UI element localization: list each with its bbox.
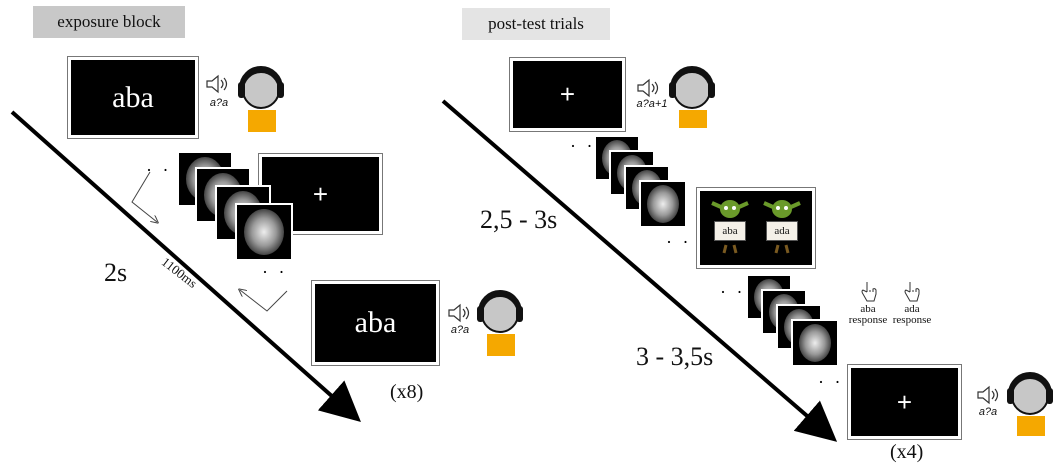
brain-scan-icon: [235, 203, 293, 261]
speaker-icon: [448, 303, 470, 323]
response-caption: response: [848, 314, 888, 326]
response-caption: response: [892, 314, 932, 326]
choice-sign-left: aba: [714, 221, 746, 241]
screen-word: aba: [354, 306, 397, 339]
screen-word: aba: [112, 80, 154, 114]
repeat-count: (x4): [890, 441, 924, 463]
stimulus-screen-2: aba: [311, 280, 440, 366]
bracket-arrow-top: [131, 171, 157, 222]
brain-scan-icon: [791, 319, 839, 367]
ellipsis-dots: · ·: [146, 160, 172, 180]
audio-label: a?a: [978, 406, 998, 418]
ellipsis-dots: · · ·: [666, 232, 708, 252]
response-word: aba: [860, 303, 876, 315]
listener-with-headphones-icon: [1007, 372, 1053, 436]
pointing-hand-icon: [861, 282, 877, 302]
exposure-block-label: exposure block: [33, 6, 185, 38]
timing-label-2: 3 - 3,5s: [636, 342, 714, 371]
fixation-cross: +: [896, 386, 913, 417]
green-creature-icon: [763, 200, 801, 254]
exposure-timeline-arrow: [10, 110, 361, 422]
bracket-arrow-bottom: [240, 290, 288, 312]
response-label-right: ada response: [886, 304, 938, 326]
brain-scan-icon: [639, 180, 687, 228]
listener-with-headphones-icon: [477, 290, 523, 356]
stimulus-screen-1: aba: [67, 56, 199, 139]
speaker-icon: [977, 385, 999, 405]
repeat-count: (x8): [390, 381, 424, 403]
ellipsis-dots: · ·: [262, 262, 288, 282]
fixation-cross: +: [559, 79, 576, 109]
response-label-left: aba response: [842, 304, 894, 326]
choice-sign-right: ada: [766, 221, 798, 241]
fixation-cross: +: [312, 178, 329, 209]
brain-scan-stack: [177, 151, 293, 261]
green-creature-icon: [711, 200, 749, 254]
fixation-screen-2: +: [847, 364, 962, 440]
ellipsis-dots: · · ·: [818, 372, 860, 392]
choice-screen: aba ada: [696, 187, 816, 269]
listener-with-headphones-icon: [669, 66, 715, 128]
audio-label: a?a: [209, 97, 229, 109]
listener-with-headphones-icon: [238, 66, 284, 132]
response-word: ada: [904, 303, 920, 315]
speaker-icon: [637, 78, 659, 98]
speaker-icon: [206, 74, 228, 94]
brain-scan-stack: [594, 135, 687, 228]
audio-label: a?a+1: [636, 98, 668, 110]
pointing-hand-icon: [904, 282, 920, 302]
timing-label-1: 2,5 - 3s: [480, 205, 558, 234]
post-test-trials-label: post-test trials: [462, 8, 610, 40]
posttest-timeline-arrow: [441, 99, 838, 442]
fixation-screen-1: +: [509, 57, 626, 132]
brain-scan-stack: [746, 274, 839, 367]
audio-label: a?a: [450, 324, 470, 336]
duration-label: 2s: [104, 258, 128, 287]
